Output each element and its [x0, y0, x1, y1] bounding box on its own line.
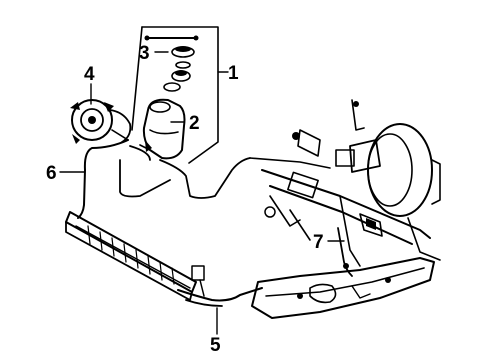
hose-icon — [177, 287, 263, 307]
callout-7: 7 — [313, 232, 324, 253]
cooler-icon — [65, 211, 205, 301]
callout-4: 4 — [84, 64, 95, 85]
line-icon — [337, 227, 353, 277]
booster-icon — [292, 99, 441, 261]
callout-2: 2 — [189, 113, 200, 134]
callout-6: 6 — [46, 163, 57, 184]
steering-rack-icon — [261, 169, 431, 267]
reservoir-kit-bracket — [131, 26, 229, 164]
callout-1: 1 — [228, 63, 239, 84]
pressure-hose-icon — [77, 139, 331, 219]
cap-icon — [144, 35, 199, 92]
callout-3: 3 — [139, 43, 150, 64]
callout-5: 5 — [210, 335, 221, 356]
subframe-icon — [251, 257, 435, 319]
reservoir-icon — [139, 98, 186, 160]
pump-icon — [70, 83, 132, 144]
